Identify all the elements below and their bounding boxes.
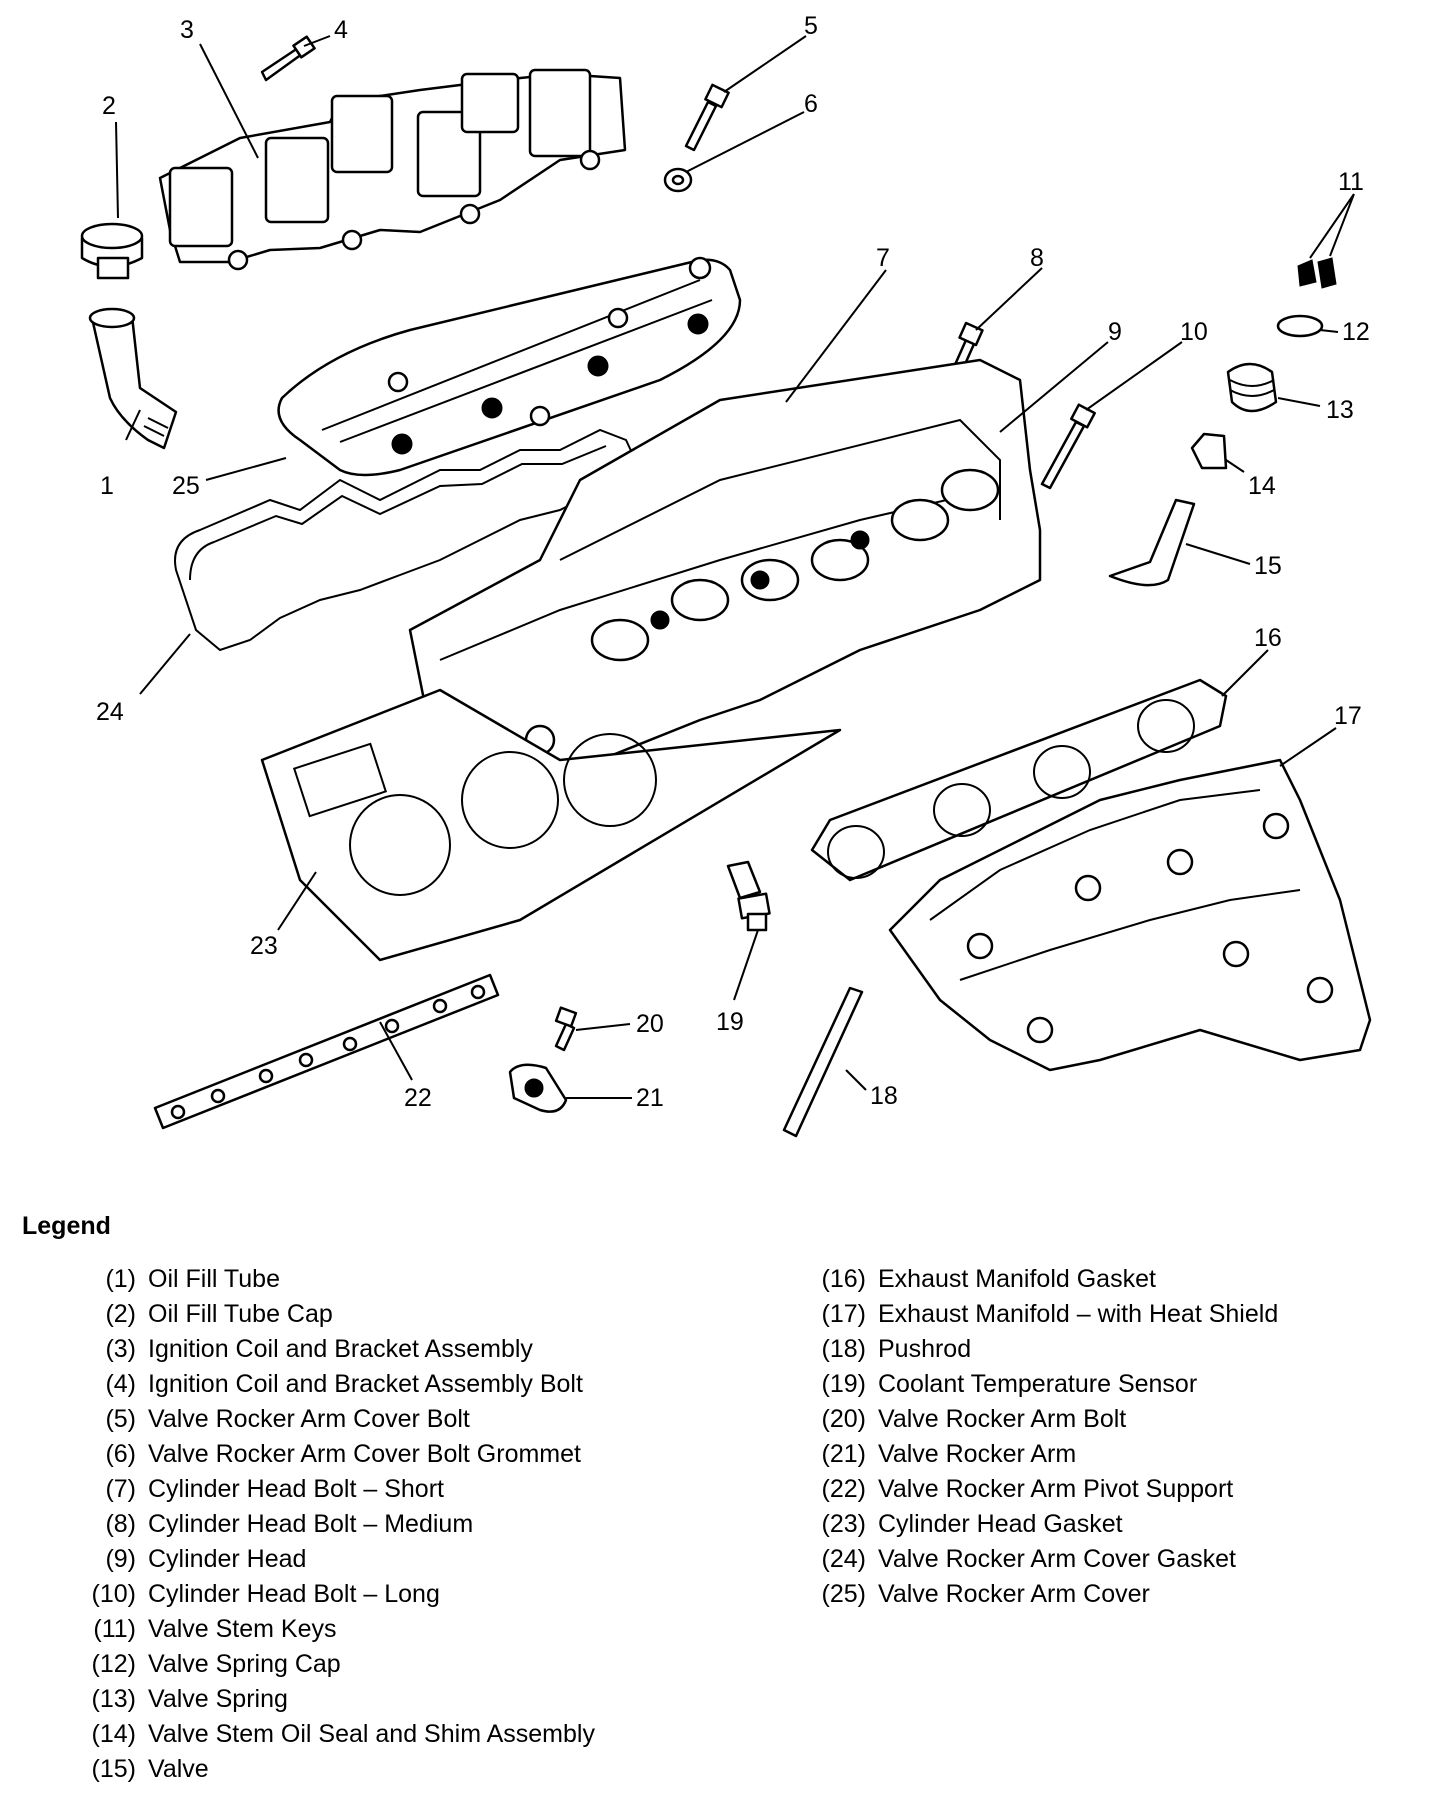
valve-spring (1226, 362, 1278, 413)
callout-23: 23 (250, 932, 278, 960)
leader-lines (115, 35, 1355, 1099)
callout-17: 17 (1334, 702, 1362, 730)
pushrod (782, 986, 864, 1138)
oil-fill-tube-cap (80, 222, 144, 280)
valve-rocker-arm-cover (277, 256, 742, 477)
callout-5: 5 (804, 12, 818, 40)
legend-item: (16)Exhaust Manifold Gasket (821, 1265, 1156, 1293)
legend-item: (13)Valve Spring (91, 1685, 288, 1713)
legend-item: (24)Valve Rocker Arm Cover Gasket (821, 1545, 1236, 1573)
callout-20: 20 (636, 1010, 664, 1038)
legend-item: (9)Cylinder Head (105, 1545, 307, 1573)
legend-item: (19)Coolant Temperature Sensor (821, 1370, 1198, 1398)
valve-stem-oil-seal (1190, 432, 1228, 470)
legend-title: Legend (22, 1212, 111, 1240)
callout-25: 25 (172, 472, 200, 500)
exhaust-manifold-gasket (810, 678, 1228, 882)
legend-item: (3)Ignition Coil and Bracket Assembly (105, 1335, 533, 1363)
legend-item: (20)Valve Rocker Arm Bolt (821, 1405, 1127, 1433)
legend-item: (4)Ignition Coil and Bracket Assembly Bo… (105, 1370, 583, 1398)
callout-13: 13 (1326, 396, 1354, 424)
legend-item: (12)Valve Spring Cap (91, 1650, 341, 1678)
callout-18: 18 (870, 1082, 898, 1110)
valve-springs (590, 468, 1000, 662)
callout-19: 19 (716, 1008, 744, 1036)
callout-14: 14 (1248, 472, 1276, 500)
callout-2: 2 (102, 92, 116, 120)
legend-item: (18)Pushrod (821, 1335, 972, 1363)
cylinder-head-bolt-long (1040, 403, 1096, 490)
legend-item: (5)Valve Rocker Arm Cover Bolt (105, 1405, 470, 1433)
legend-item: (10)Cylinder Head Bolt – Long (91, 1580, 440, 1608)
callout-7: 7 (876, 244, 890, 272)
ignition-coil-bracket (158, 68, 627, 271)
legend-item: (23)Cylinder Head Gasket (821, 1510, 1123, 1538)
valve (1108, 498, 1196, 587)
valve-stem-keys (1297, 257, 1337, 289)
callout-labels: 1 2 3 4 5 6 7 8 9 10 11 12 13 14 15 16 1… (96, 12, 1370, 1112)
rocker-cover-gasket (174, 428, 642, 652)
rocker-arm-pivot-support (153, 973, 500, 1130)
callout-3: 3 (180, 16, 194, 44)
legend-column-right: (16)Exhaust Manifold Gasket (17)Exhaust … (800, 1262, 1279, 1612)
valve-spring-cap (1276, 314, 1324, 338)
legend-item: (25)Valve Rocker Arm Cover (821, 1580, 1150, 1608)
legend-item: (21)Valve Rocker Arm (821, 1440, 1077, 1468)
legend-column-left: (1)Oil Fill Tube (2)Oil Fill Tube Cap (3… (70, 1262, 595, 1787)
callout-11: 11 (1338, 168, 1364, 196)
callout-15: 15 (1254, 552, 1282, 580)
legend-item: (1)Oil Fill Tube (105, 1265, 280, 1293)
callout-10: 10 (1180, 318, 1208, 346)
callout-24: 24 (96, 698, 124, 726)
callout-21: 21 (636, 1084, 664, 1112)
valve-rocker-arm-bolt (554, 1006, 578, 1052)
rocker-cover-bolt-grommet (663, 167, 693, 193)
callout-22: 22 (404, 1084, 432, 1112)
cylinder-head-gasket (260, 688, 842, 962)
legend-item: (6)Valve Rocker Arm Cover Bolt Grommet (105, 1440, 581, 1468)
exhaust-manifold (888, 758, 1372, 1072)
callout-16: 16 (1254, 624, 1282, 652)
rocker-cover-bolt (684, 83, 730, 152)
exploded-view-diagram: 1 2 3 4 5 6 7 8 9 10 11 12 13 14 15 16 1… (80, 12, 1372, 1138)
legend-item: (17)Exhaust Manifold – with Heat Shield (821, 1300, 1279, 1328)
legend-item: (8)Cylinder Head Bolt – Medium (105, 1510, 474, 1538)
valve-rocker-arm (508, 1063, 568, 1113)
legend-item: (11)Valve Stem Keys (93, 1615, 337, 1643)
callout-12: 12 (1342, 318, 1370, 346)
callout-9: 9 (1108, 318, 1122, 346)
callout-6: 6 (804, 90, 818, 118)
oil-fill-tube (88, 307, 178, 450)
legend-item: (2)Oil Fill Tube Cap (105, 1300, 333, 1328)
legend-item: (7)Cylinder Head Bolt – Short (105, 1475, 444, 1503)
coolant-temperature-sensor (726, 860, 771, 932)
legend-item: (14)Valve Stem Oil Seal and Shim Assembl… (91, 1720, 595, 1748)
callout-1: 1 (100, 472, 114, 500)
callout-4: 4 (334, 16, 348, 44)
legend-item: (22)Valve Rocker Arm Pivot Support (821, 1475, 1234, 1503)
callout-8: 8 (1030, 244, 1044, 272)
ignition-coil-bolt (260, 35, 316, 82)
legend-item: (15)Valve (91, 1755, 209, 1783)
